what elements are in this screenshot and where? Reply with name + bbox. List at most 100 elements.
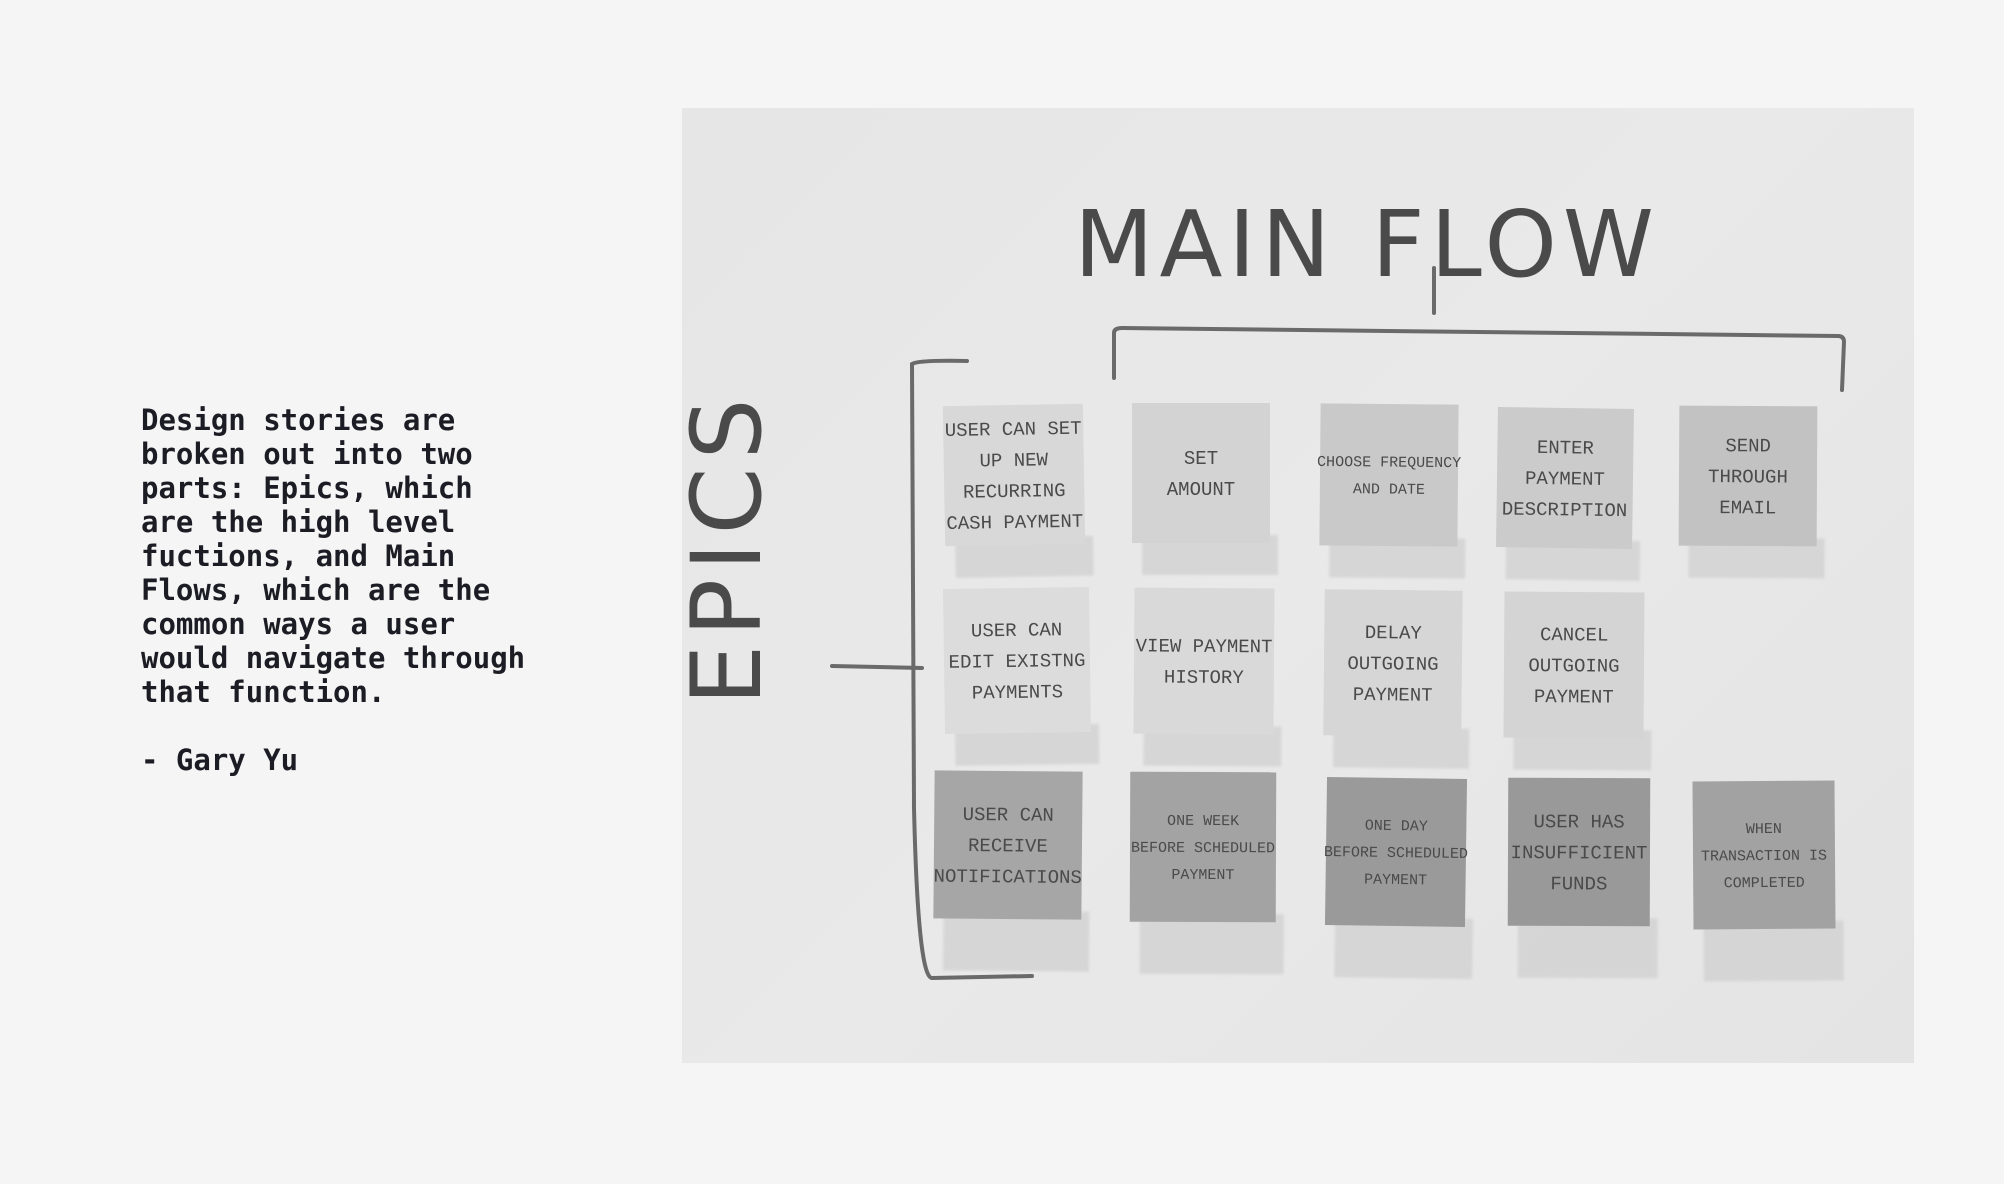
quote-text: Design stories are broken out into two p… bbox=[141, 403, 581, 709]
sticky-note-text: PAYMENT bbox=[1171, 867, 1234, 884]
sticky-note-text: USER CAN SET bbox=[945, 418, 1082, 442]
quote-line: Design stories are bbox=[141, 403, 456, 437]
sticky-note-text: AMOUNT bbox=[1167, 479, 1235, 501]
sticky-note-shadow bbox=[955, 535, 1094, 579]
sticky-note-paper bbox=[1323, 589, 1463, 737]
sticky-note-text: CANCEL bbox=[1540, 624, 1609, 646]
sticky-note-paper bbox=[1129, 771, 1277, 923]
quote-line: Flows, which are the bbox=[141, 573, 491, 607]
sticky-note-text: PAYMENT bbox=[1525, 468, 1605, 491]
sticky-note-text: RECURRING bbox=[963, 480, 1066, 504]
sticky-note-text: DELAY bbox=[1365, 622, 1423, 645]
quote-line: that function. bbox=[141, 675, 386, 709]
quote-line: common ways a user bbox=[141, 607, 456, 641]
sticky-note-text: THROUGH bbox=[1708, 466, 1788, 488]
sticky-note: USER HAS INSUFFICIENT FUNDS bbox=[1507, 777, 1658, 979]
sticky-note-shadow bbox=[1688, 537, 1825, 579]
sticky-note-paper bbox=[1133, 587, 1275, 735]
sticky-note-paper bbox=[942, 403, 1086, 547]
sticky-note-text: DESCRIPTION bbox=[1502, 498, 1628, 522]
sticky-note-text: HISTORY bbox=[1164, 667, 1245, 690]
sticky-note: USER CAN EDIT EXISTNG PAYMENTS bbox=[942, 586, 1100, 766]
sticky-note-paper bbox=[1324, 777, 1468, 927]
sticky-note-text: INSUFFICIENT bbox=[1511, 842, 1648, 864]
sticky-note-text: BEFORE SCHEDULED bbox=[1131, 840, 1275, 858]
epics-bracket bbox=[830, 358, 1034, 981]
sticky-note-text: UP NEW bbox=[979, 449, 1048, 472]
quote-line: are the high level bbox=[141, 505, 456, 539]
sticky-note-text: TRANSACTION IS bbox=[1701, 848, 1827, 866]
quote-line: parts: Epics, which bbox=[141, 471, 473, 505]
sticky-note-shadow bbox=[1703, 920, 1844, 982]
epics-label: EPICS bbox=[682, 391, 783, 706]
sticky-note-paper bbox=[1503, 591, 1645, 739]
sticky-note-shadow bbox=[1329, 537, 1466, 579]
main-flow-header: MAIN FLOW bbox=[1074, 191, 1660, 298]
sticky-note-text: CHOOSE FREQUENCY bbox=[1317, 454, 1461, 472]
whiteboard-drawing: MAIN FLOW EPICS USER CAN SET UP NEW RECURR… bbox=[682, 191, 1847, 982]
sticky-note: ONE DAY BEFORE SCHEDULED PAYMENT bbox=[1324, 777, 1474, 980]
sticky-note-text: OUTGOING bbox=[1528, 655, 1619, 678]
sticky-note-text: OUTGOING bbox=[1347, 653, 1438, 676]
sticky-note-shadow bbox=[1517, 917, 1658, 979]
sticky-note-shadow bbox=[1334, 917, 1474, 980]
sticky-note-paper bbox=[1507, 777, 1651, 927]
sticky-note-text: PAYMENT bbox=[1534, 686, 1614, 709]
quote-author: - Gary Yu bbox=[141, 743, 299, 777]
sticky-note-text: FUNDS bbox=[1550, 873, 1607, 895]
quote-block: Design stories are broken out into two p… bbox=[141, 403, 581, 777]
sticky-note: CHOOSE FREQUENCY AND DATE bbox=[1317, 403, 1466, 579]
quote-line: broken out into two bbox=[141, 437, 473, 471]
sticky-note-shadow bbox=[1143, 725, 1282, 767]
sticky-note: USER CAN SET UP NEW RECURRING CASH PAYMENT bbox=[942, 403, 1094, 579]
sticky-note-shadow bbox=[1332, 727, 1470, 769]
sticky-note: ENTER PAYMENT DESCRIPTION bbox=[1496, 407, 1641, 582]
sticky-note-text: ONE WEEK bbox=[1167, 813, 1239, 830]
main-flow-brace bbox=[1112, 266, 1847, 392]
sticky-note-text: WHEN bbox=[1746, 821, 1782, 838]
sticky-note-text: PAYMENTS bbox=[972, 681, 1064, 704]
sticky-note-text: CASH PAYMENT bbox=[946, 511, 1083, 535]
sticky-note-paper bbox=[942, 586, 1092, 735]
sticky-note-text: EMAIL bbox=[1719, 497, 1776, 519]
sticky-note-text: SEND bbox=[1725, 435, 1771, 457]
whiteboard-photo: MAIN FLOW EPICS USER CAN SET UP NEW RECURR… bbox=[682, 108, 1914, 1063]
sticky-notes: USER CAN SET UP NEW RECURRING CASH PAYMENT S… bbox=[933, 403, 1844, 982]
sticky-note-paper bbox=[1692, 780, 1836, 930]
sticky-note-text: COMPLETED bbox=[1724, 875, 1805, 893]
sticky-note-text: USER CAN bbox=[963, 804, 1054, 827]
sticky-note: WHEN TRANSACTION IS COMPLETED bbox=[1692, 780, 1844, 982]
sticky-note-text: VIEW PAYMENT bbox=[1136, 635, 1273, 658]
sticky-note: VIEW PAYMENT HISTORY bbox=[1133, 587, 1282, 767]
sticky-note: DELAY OUTGOING PAYMENT bbox=[1323, 589, 1470, 769]
sticky-note-paper bbox=[933, 770, 1083, 920]
sticky-note-text: USER HAS bbox=[1533, 811, 1624, 833]
sticky-note-text: ONE DAY bbox=[1365, 818, 1428, 836]
sticky-note: SEND THROUGH EMAIL bbox=[1678, 405, 1825, 579]
sticky-note-text: ENTER bbox=[1537, 437, 1594, 460]
sticky-note: SET AMOUNT bbox=[1132, 403, 1278, 575]
sticky-note-paper bbox=[1319, 403, 1459, 547]
sticky-note-text: USER CAN bbox=[971, 619, 1063, 642]
sticky-note-paper bbox=[1496, 407, 1634, 549]
sticky-note-paper bbox=[1132, 403, 1270, 543]
quote-line: fuctions, and Main bbox=[141, 539, 456, 573]
sticky-note-text: AND DATE bbox=[1353, 481, 1425, 499]
sticky-note-paper bbox=[1678, 405, 1818, 547]
quote-line: would navigate through bbox=[141, 641, 526, 675]
sticky-note-text: SET bbox=[1184, 448, 1218, 470]
sticky-note-text: PAYMENT bbox=[1364, 872, 1427, 890]
sticky-note-shadow bbox=[954, 723, 1100, 766]
sticky-note-shadow bbox=[942, 910, 1090, 972]
sticky-note-text: PAYMENT bbox=[1353, 684, 1433, 707]
sticky-note: CANCEL OUTGOING PAYMENT bbox=[1503, 591, 1652, 771]
sticky-note-text: EDIT EXISTNG bbox=[948, 650, 1085, 674]
sticky-note-text: BEFORE SCHEDULED bbox=[1324, 844, 1468, 863]
sticky-note-shadow bbox=[1505, 539, 1641, 582]
sticky-note-shadow bbox=[1139, 913, 1284, 975]
sticky-note-text: RECEIVE bbox=[968, 835, 1048, 858]
sticky-note: ONE WEEK BEFORE SCHEDULED PAYMENT bbox=[1129, 771, 1284, 975]
sticky-note-shadow bbox=[1513, 729, 1652, 771]
